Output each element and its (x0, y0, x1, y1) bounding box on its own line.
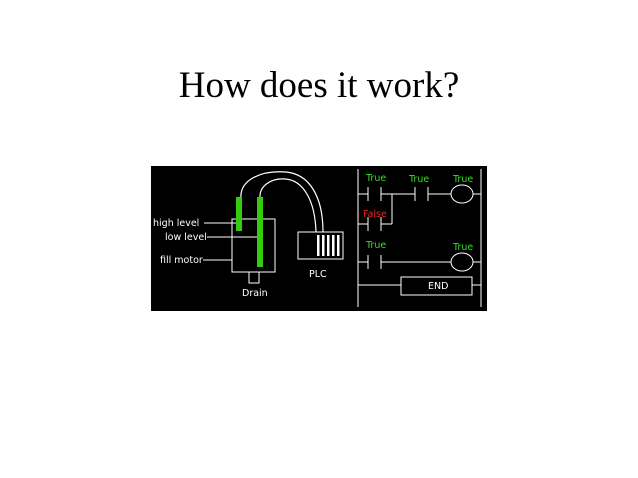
rung1-contact2-state: True (408, 174, 429, 185)
plc-terminal-2 (322, 235, 325, 256)
low-level-sensor (257, 197, 263, 267)
diagram-canvas: high level low level fill motor Drain PL… (153, 169, 482, 307)
low-level-label: low level (165, 232, 207, 243)
sensor-cable-inner (259, 178, 317, 233)
plc-tank-diagram: high level low level fill motor Drain PL… (151, 166, 487, 311)
rung2-contact-state: True (365, 240, 386, 251)
ladder-diagram (357, 169, 482, 307)
plc-terminal-3 (327, 235, 330, 256)
end-label: END (428, 281, 448, 292)
drain-pipe (248, 271, 260, 284)
slide-title: How does it work? (178, 65, 460, 106)
high-level-label: high level (153, 218, 199, 229)
branch-contact-state: False (363, 209, 387, 220)
rung2-coil-state: True (452, 242, 473, 253)
rung2-coil (450, 252, 474, 272)
rung1-coil (450, 184, 474, 204)
plc-terminal-1 (317, 235, 320, 256)
plc-terminal-5 (337, 235, 340, 256)
fill-motor-label: fill motor (160, 255, 203, 266)
drain-label: Drain (242, 288, 268, 299)
tank-system: high level low level fill motor Drain PL… (153, 171, 344, 299)
rung1-contact1-state: True (365, 173, 386, 184)
rung1-coil-state: True (452, 174, 473, 185)
end-box (400, 276, 473, 296)
plc-terminal-4 (332, 235, 335, 256)
plc-label: PLC (309, 269, 327, 280)
plc-box (297, 231, 344, 260)
sensor-cable-outer (240, 171, 324, 233)
high-level-sensor (236, 197, 242, 231)
